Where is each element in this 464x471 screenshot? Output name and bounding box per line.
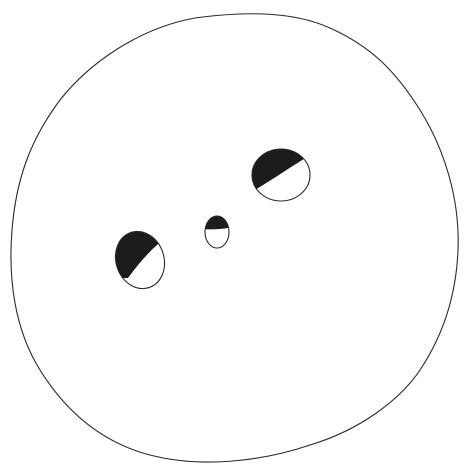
spot-center [200,210,235,248]
spot-right [245,140,320,201]
outer-outline [11,14,458,462]
spot-left [105,220,175,295]
